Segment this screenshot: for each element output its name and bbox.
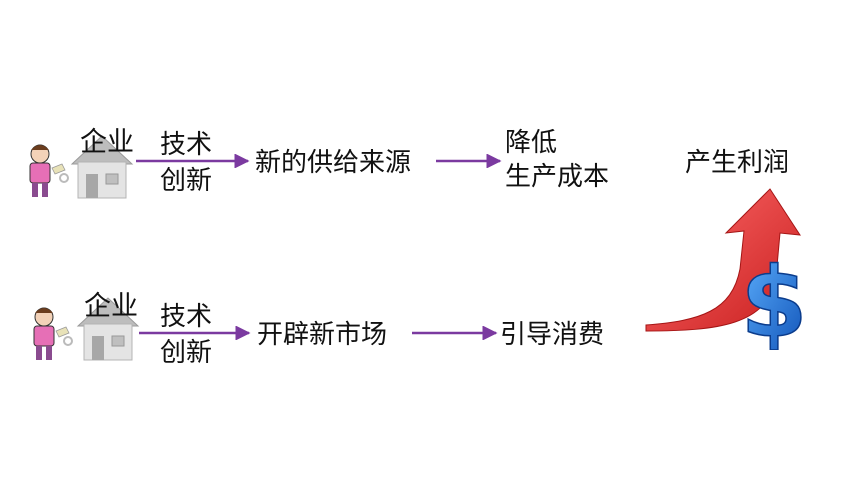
- flow-arrow: [436, 154, 502, 168]
- guide-consumption-label: 引导消费: [500, 320, 605, 350]
- open-new-market-label: 开辟新市场: [257, 320, 388, 350]
- tech-innovation-line2: 创新: [160, 166, 213, 196]
- reduce-cost-line2: 生产成本: [505, 162, 610, 192]
- flow-arrow: [136, 154, 250, 168]
- svg-text:$: $: [742, 250, 806, 350]
- flow-arrow: [139, 326, 251, 340]
- enterprise-label: 企业: [84, 291, 138, 322]
- house-icon: [70, 135, 134, 199]
- new-supply-source-label: 新的供给来源: [255, 148, 412, 178]
- reduce-cost-line1: 降低: [505, 128, 558, 158]
- tech-innovation-line1: 技术: [160, 130, 213, 160]
- enterprise-label: 企业: [80, 127, 134, 158]
- dollar-sign-icon: $: [742, 250, 806, 350]
- house-icon: [76, 297, 140, 361]
- profit-label: 产生利润: [685, 148, 790, 178]
- person-with-key-icon: [33, 307, 73, 360]
- tech-innovation-line2: 创新: [160, 338, 213, 368]
- red-rising-arrow-icon: [645, 188, 801, 332]
- tech-innovation-line1: 技术: [160, 302, 213, 332]
- flow-arrow: [412, 326, 498, 340]
- person-with-key-icon: [29, 144, 69, 197]
